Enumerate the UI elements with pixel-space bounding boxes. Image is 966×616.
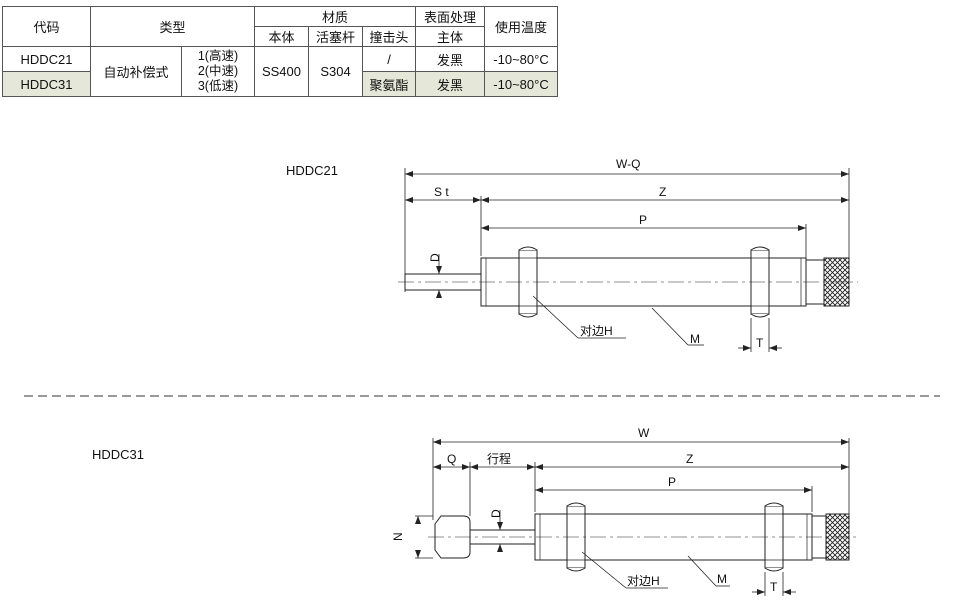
speed-option: 1(高速) — [197, 49, 239, 63]
dim-n: N — [391, 532, 405, 541]
speed-option: 2(中速) — [197, 64, 239, 78]
dim-p: P — [639, 213, 647, 227]
drawing-bottom — [415, 438, 858, 596]
speed-option: 3(低速) — [197, 79, 239, 93]
row-head: 聚氨酯 — [362, 71, 416, 97]
row-temp: -10~80°C — [484, 71, 558, 97]
speed-options: 1(高速) 2(中速) 3(低速) — [181, 46, 255, 97]
header-head: 撞击头 — [362, 26, 416, 47]
dim-hex: 对边H — [627, 574, 660, 588]
dim-w: W — [638, 426, 650, 440]
spec-table: 代码 类型 材质 表面处理 使用温度 本体 活塞杆 撞击头 主体 HDDC21 … — [2, 6, 558, 97]
header-temp: 使用温度 — [484, 6, 558, 47]
body-material: SS400 — [254, 46, 309, 97]
header-material: 材质 — [254, 6, 416, 27]
dim-stroke: 行程 — [487, 451, 511, 466]
dim-wq: W-Q — [616, 157, 640, 171]
drawing-top — [398, 168, 858, 352]
dim-t: T — [770, 580, 778, 594]
dim-q: Q — [447, 452, 456, 466]
rod-material: S304 — [308, 46, 363, 97]
dim-hex: 对边H — [580, 324, 613, 338]
dim-m: M — [690, 332, 700, 346]
header-rod: 活塞杆 — [308, 26, 363, 47]
dim-z: Z — [686, 452, 693, 466]
row-surface: 发黑 — [415, 71, 485, 97]
header-body: 本体 — [254, 26, 309, 47]
dim-t: T — [756, 336, 764, 350]
dim-st: S t — [434, 185, 449, 199]
row-code: HDDC21 — [2, 46, 91, 72]
dim-d: D — [489, 509, 503, 518]
dim-d: D — [428, 253, 442, 262]
row-code: HDDC31 — [2, 71, 91, 97]
row-head: / — [362, 46, 416, 72]
drawing-top-labels: W-Q S t Z P D 对边H M T — [428, 157, 764, 350]
dim-m: M — [717, 572, 727, 586]
drawing-bottom-labels: W Q 行程 Z P N D 对边H M T — [391, 426, 778, 594]
dim-z: Z — [659, 185, 666, 199]
type-name: 自动补偿式 — [90, 46, 182, 97]
model-label-top: HDDC21 — [286, 163, 339, 178]
dim-p: P — [668, 475, 676, 489]
header-code: 代码 — [2, 6, 91, 47]
row-surface: 发黑 — [415, 46, 485, 72]
model-label-bottom: HDDC31 — [92, 447, 145, 462]
header-surface: 表面处理 — [415, 6, 485, 27]
